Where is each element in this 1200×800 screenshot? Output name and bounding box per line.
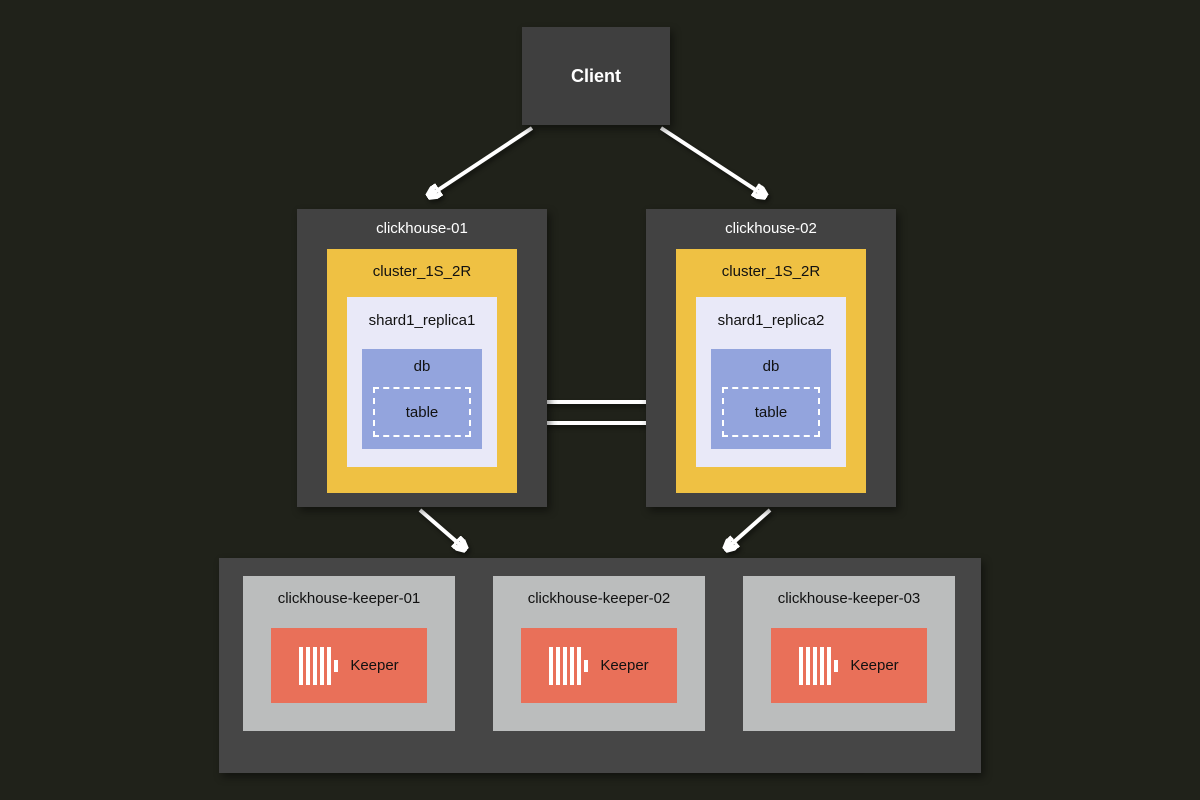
table-label: table	[405, 403, 439, 421]
keeper-service-box: Keeper	[521, 628, 677, 703]
server-node-clickhouse-01: clickhouse-01 cluster_1S_2R shard1_repli…	[297, 209, 547, 507]
db-label: db	[413, 358, 431, 375]
db-box: db table	[711, 349, 831, 449]
arrow-client-to-clickhouse-02	[659, 126, 765, 196]
table-box: table	[373, 387, 471, 437]
arrow-clickhouse-01-to-keepers	[418, 508, 465, 549]
replica-label: shard1_replica2	[717, 312, 825, 329]
keeper-node-02: clickhouse-keeper-02 Keeper	[493, 576, 705, 731]
table-label: table	[754, 403, 788, 421]
cluster-label: cluster_1S_2R	[721, 263, 821, 280]
clickhouse-bars-icon	[799, 646, 839, 685]
keeper-host-label: clickhouse-keeper-02	[527, 590, 671, 607]
client-label: Client	[570, 65, 621, 86]
keeper-node-03: clickhouse-keeper-03 Keeper	[743, 576, 955, 731]
table-box: table	[722, 387, 820, 437]
keeper-host-label: clickhouse-keeper-03	[777, 590, 921, 607]
clickhouse-bars-icon	[299, 646, 339, 685]
server-node-clickhouse-02: clickhouse-02 cluster_1S_2R shard1_repli…	[646, 209, 896, 507]
keeper-label: Keeper	[350, 657, 399, 674]
server-host-label: clickhouse-02	[725, 220, 817, 237]
keeper-label: Keeper	[850, 657, 899, 674]
keeper-service-box: Keeper	[771, 628, 927, 703]
keeper-service-box: Keeper	[271, 628, 427, 703]
cluster-box: cluster_1S_2R shard1_replica1 db table	[327, 249, 517, 493]
arrow-clickhouse-02-to-keepers	[726, 508, 772, 549]
cluster-box: cluster_1S_2R shard1_replica2 db table	[676, 249, 866, 493]
replica-box: shard1_replica2 db table	[696, 297, 846, 467]
keeper-label: Keeper	[600, 657, 649, 674]
db-box: db table	[362, 349, 482, 449]
clickhouse-bars-icon	[549, 646, 589, 685]
client-node: Client	[522, 27, 670, 125]
cluster-label: cluster_1S_2R	[372, 263, 472, 280]
server-host-label: clickhouse-01	[376, 220, 468, 237]
keeper-node-01: clickhouse-keeper-01 Keeper	[243, 576, 455, 731]
keeper-host-label: clickhouse-keeper-01	[277, 590, 421, 607]
db-label: db	[762, 358, 780, 375]
replica-box: shard1_replica1 db table	[347, 297, 497, 467]
arrow-client-to-clickhouse-01	[429, 126, 534, 196]
replica-label: shard1_replica1	[368, 312, 476, 329]
keeper-cluster-container: clickhouse-keeper-01 Keeper clickhouse-k…	[219, 558, 981, 773]
